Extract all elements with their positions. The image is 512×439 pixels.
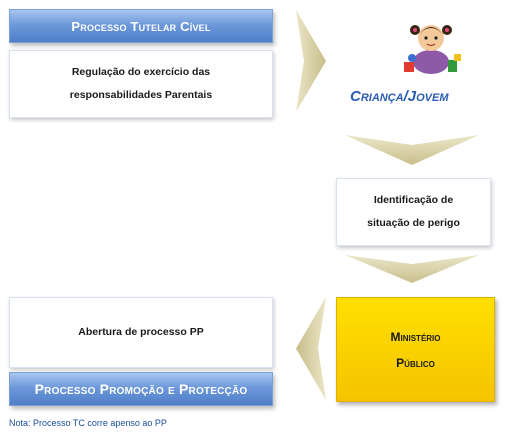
- chevron-left: [296, 297, 326, 400]
- identificacao-line2: situação de perigo: [367, 217, 460, 229]
- box-ministerio-publico: Ministério Público: [336, 297, 495, 402]
- ministerio-line2: Público: [396, 355, 435, 370]
- child-icon: [404, 25, 461, 74]
- header-bottom-label: Processo Promoção e Protecção: [34, 381, 248, 397]
- identificacao-line1: Identificação de: [373, 194, 454, 206]
- regulacao-line1: Regulação do exercício das: [71, 66, 211, 78]
- chevron-right-top: [296, 10, 326, 112]
- regulacao-line2: responsabilidades Parentais: [69, 89, 213, 101]
- header-top-label: Processo Tutelar Cível: [71, 18, 211, 34]
- chevron-down-2: [345, 255, 479, 283]
- crianca-jovem-label: Criança/Jovem: [350, 88, 449, 105]
- box-identificacao: Identificação de situação de perigo: [336, 178, 491, 246]
- ministerio-line1: Ministério: [390, 329, 441, 344]
- box-abertura: Abertura de processo PP: [9, 297, 273, 368]
- abertura-label: Abertura de processo PP: [78, 326, 204, 338]
- chevron-down-1: [345, 135, 479, 165]
- header-processo-promocao-proteccao: Processo Promoção e Protecção: [9, 372, 273, 406]
- header-processo-tutelar-civel: Processo Tutelar Cível: [9, 9, 273, 43]
- footnote: Nota: Processo TC corre apenso ao PP: [9, 418, 167, 428]
- box-regulacao: Regulação do exercício das responsabilid…: [9, 50, 273, 118]
